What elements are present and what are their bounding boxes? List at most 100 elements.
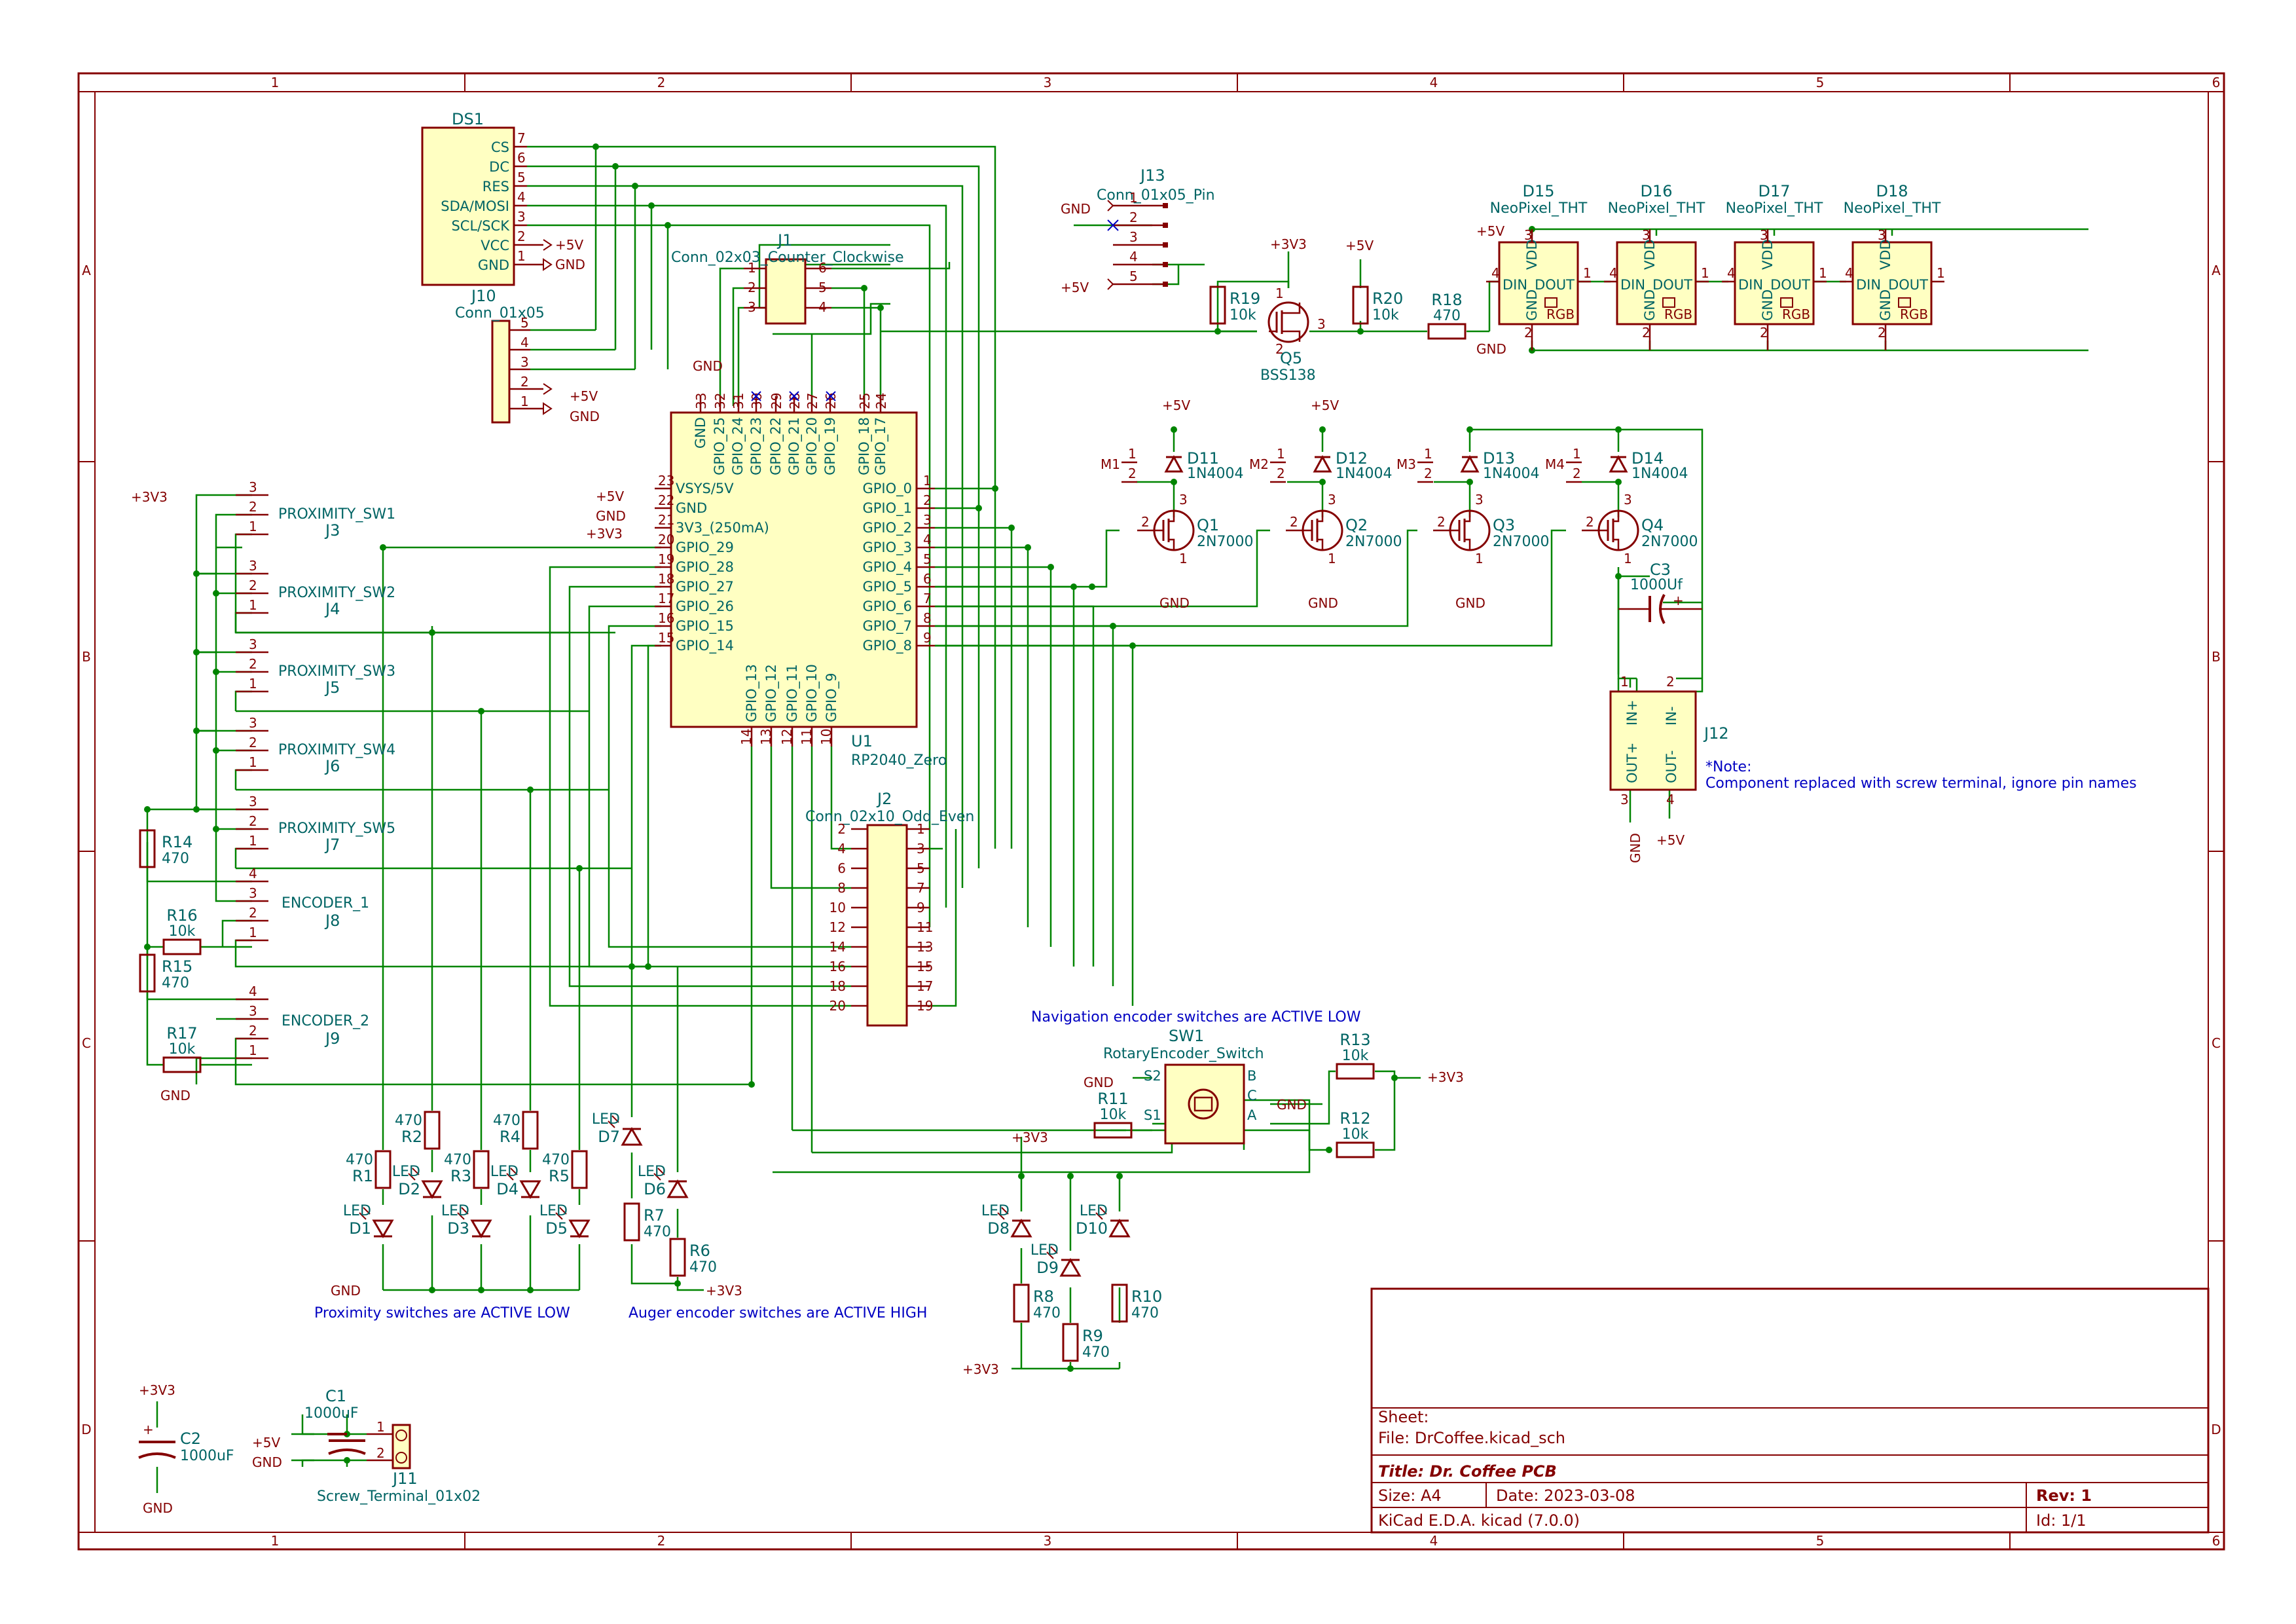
j13-gnd: GND xyxy=(1061,201,1091,217)
diode-ref-1: D11 xyxy=(1187,449,1219,468)
motor-drivers: D111N4004M112231Q12N7000+5VGNDD121N4004M… xyxy=(1101,397,1698,611)
j10-val: Conn_01x05 xyxy=(455,305,545,322)
u1-rn-3: 4 xyxy=(923,532,932,547)
title-size: Size: A4 xyxy=(1378,1486,1442,1505)
q-val-3: 2N7000 xyxy=(1493,534,1549,550)
mot-5v-2: +5V xyxy=(1311,397,1339,413)
u1-tn-7: 26 xyxy=(823,393,839,409)
prox-ref-3: J5 xyxy=(324,678,340,697)
ds1-num-2: 2 xyxy=(517,229,526,244)
c1-5v: +5V xyxy=(252,1435,280,1450)
u1-tn-6: 27 xyxy=(805,393,820,409)
neo-dout: DOUT xyxy=(1535,277,1575,293)
neo-pin-3: 3 xyxy=(1760,227,1768,243)
prox-pin: 1 xyxy=(249,754,257,770)
c1-ref: C1 xyxy=(325,1387,346,1405)
d2-val: LED xyxy=(392,1164,420,1180)
neo-pin-2: 2 xyxy=(1878,325,1886,341)
motor-pin-2: 2 xyxy=(1424,466,1432,481)
prox-pin: 2 xyxy=(249,813,257,829)
enc-pin: 1 xyxy=(249,925,257,940)
c2-val: 1000uF xyxy=(180,1448,234,1464)
u1-top-3: GPIO_23 xyxy=(748,417,765,475)
r1-val: 470 xyxy=(346,1152,373,1168)
ds1-num-5: 5 xyxy=(517,170,526,185)
u1-bn-3: 11 xyxy=(799,729,814,745)
title-file: File: DrCoffee.kicad_sch xyxy=(1378,1429,1565,1447)
r12-val: 10k xyxy=(1342,1126,1369,1143)
u1-bn-0: 14 xyxy=(738,729,754,745)
prox-ref-1: J3 xyxy=(324,521,340,540)
q-pin-3: 3 xyxy=(1179,492,1188,507)
u1-bot-1: GPIO_12 xyxy=(763,664,780,722)
prox-val-3: PROXIMITY_SW3 xyxy=(278,663,395,680)
diode-val-1: 1N4004 xyxy=(1187,466,1243,482)
neo-vdd: VDD xyxy=(1524,239,1540,270)
sw1-gnd-right: GND xyxy=(1277,1097,1307,1113)
neo-5v: +5V xyxy=(1476,223,1504,239)
neo-val-3: NeoPixel_THT xyxy=(1726,200,1823,217)
prox-val-4: PROXIMITY_SW4 xyxy=(278,742,395,758)
u1-right-8: GPIO_8 xyxy=(862,638,912,654)
enc-pin: 4 xyxy=(249,866,257,881)
sw1-ref: SW1 xyxy=(1169,1027,1204,1045)
r19-ref: R19 xyxy=(1230,289,1260,308)
q-ref-1: Q1 xyxy=(1197,516,1219,534)
neo-din: DIN xyxy=(1503,277,1527,293)
c3-ref: C3 xyxy=(1650,561,1671,579)
neo-vdd: VDD xyxy=(1760,239,1776,270)
note-auger: Auger encoder switches are ACTIVE HIGH xyxy=(629,1305,927,1321)
d9-symbol xyxy=(1059,1258,1082,1277)
prox-pin: 3 xyxy=(249,715,257,731)
neopixel-3 xyxy=(1734,241,1815,325)
j13-connector: J13 Conn_01x05_Pin 1 2 3 4 5 GND +5V xyxy=(1061,166,1215,295)
j12-outp: OUT+ xyxy=(1624,743,1640,783)
r12-ref: R12 xyxy=(1339,1109,1370,1128)
frame-col-3b: 3 xyxy=(1044,1533,1052,1549)
ds1-pin-gnd: GND xyxy=(478,257,509,273)
j12-inm: IN- xyxy=(1664,707,1679,726)
frame-col-5: 5 xyxy=(1816,75,1825,90)
j2-val: Conn_02x10_Odd_Even xyxy=(805,809,974,825)
note-1: *Note: xyxy=(1705,759,1752,775)
d1-val: LED xyxy=(343,1203,371,1219)
u1-top-6: GPIO_20 xyxy=(804,417,820,475)
r7-val: 470 xyxy=(644,1224,671,1240)
q5-pin-2: 2 xyxy=(1275,341,1284,357)
j10-gnd-net: GND xyxy=(570,409,600,424)
j11-pin-2: 2 xyxy=(376,1445,385,1461)
q5-3v3: +3V3 xyxy=(1270,236,1307,252)
title-main: Title: Dr. Coffee PCB xyxy=(1378,1462,1557,1481)
u1-left-0: VSYS/5V xyxy=(676,481,734,496)
frame-row-a-r: A xyxy=(2212,263,2221,278)
d8-symbol xyxy=(1010,1219,1032,1238)
ds1-gnd-net: GND xyxy=(555,257,585,272)
u1-top-0: GND xyxy=(693,417,708,449)
u1-bot-4: GPIO_9 xyxy=(824,673,840,722)
neo-gnd-pin: GND xyxy=(1760,289,1776,321)
q-pin-1: 1 xyxy=(1328,551,1336,566)
u1-right-1: GPIO_1 xyxy=(862,500,912,517)
j11-terminal: 1 2 J11 Screw_Terminal_01x02 xyxy=(317,1419,481,1505)
neo-gnd: GND xyxy=(1476,341,1506,357)
j2-pin-7: 7 xyxy=(917,880,925,896)
j12-inp: IN+ xyxy=(1624,700,1640,726)
u1-top-5: GPIO_21 xyxy=(786,417,803,475)
u1-ln-8: 15 xyxy=(658,630,674,646)
r9-val: 470 xyxy=(1082,1344,1110,1361)
u1-ln-4: 19 xyxy=(658,551,674,567)
neo-vdd: VDD xyxy=(1878,239,1893,270)
j1-ref: J1 xyxy=(776,231,792,249)
q-val-1: 2N7000 xyxy=(1197,534,1253,550)
r18-val: 470 xyxy=(1433,308,1461,324)
frame-col-6: 6 xyxy=(2212,75,2221,90)
neo-val-1: NeoPixel_THT xyxy=(1490,200,1588,217)
neo-ref-2: D16 xyxy=(1640,182,1672,200)
d10-ref: D10 xyxy=(1076,1219,1108,1238)
u1-left-7: GPIO_15 xyxy=(676,618,734,635)
j1-pin-6: 6 xyxy=(818,260,827,276)
j2-pin-17: 17 xyxy=(917,978,933,994)
u1-5v-net: +5V xyxy=(596,489,624,504)
u1-bn-1: 13 xyxy=(758,729,774,745)
r2-body xyxy=(424,1111,441,1150)
